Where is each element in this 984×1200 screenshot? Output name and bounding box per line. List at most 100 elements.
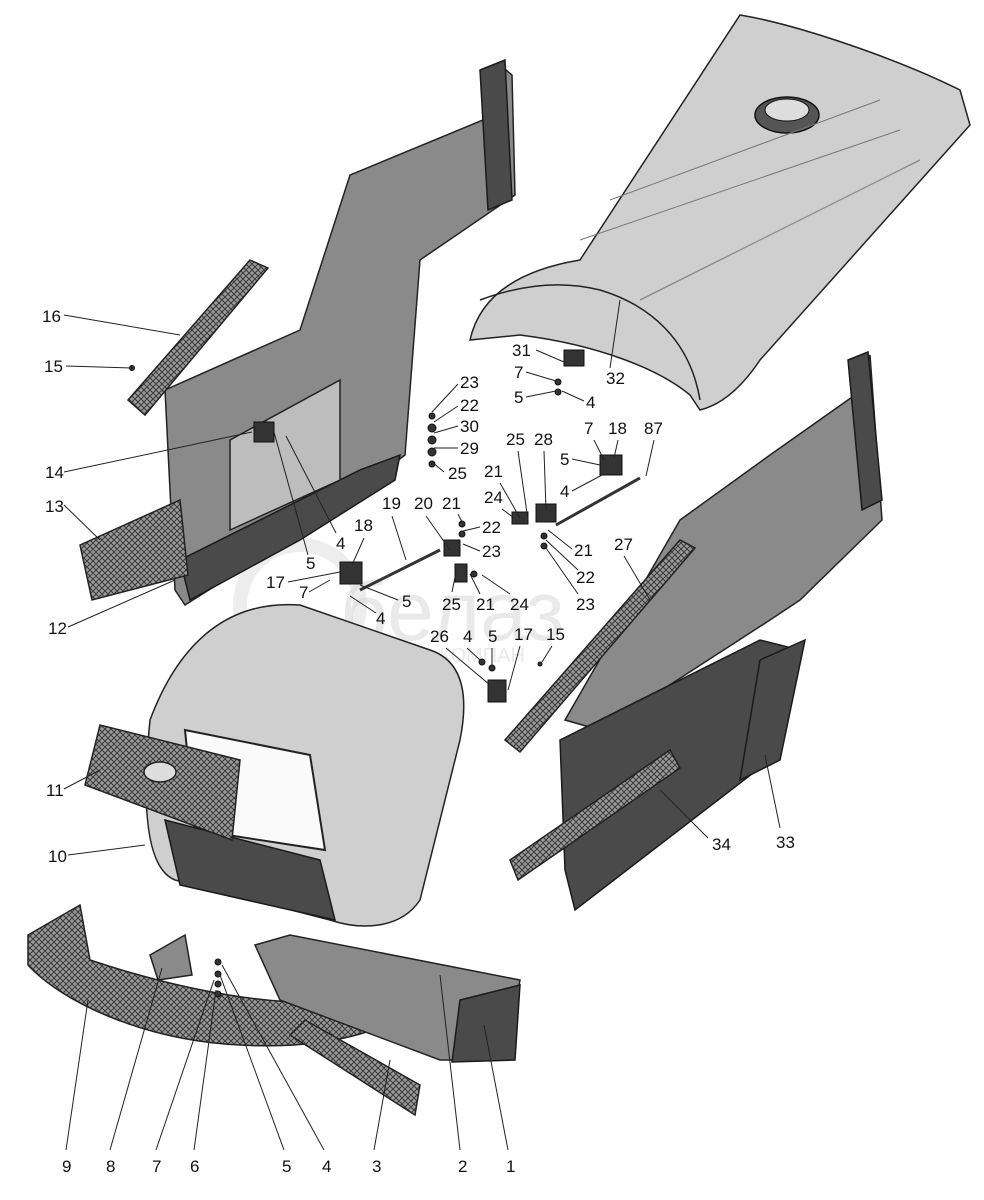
callout-4: 4 [349, 595, 385, 628]
leader-line [457, 513, 463, 523]
leader-line [501, 508, 515, 519]
upper-grille-16 [126, 259, 270, 417]
callout-label: 21 [442, 494, 461, 513]
leader-line [545, 547, 579, 595]
lower-grille-13 [79, 498, 189, 601]
leader-line [308, 579, 331, 593]
callout-21: 21 [484, 462, 521, 519]
leader-line [109, 967, 163, 1151]
callout-label: 28 [534, 430, 553, 449]
callout-5: 5 [488, 627, 497, 665]
callout-label: 32 [606, 369, 625, 388]
callout-8: 8 [106, 967, 163, 1176]
hood-cover [469, 14, 971, 411]
callout-32: 32 [606, 299, 625, 388]
leader-line [462, 543, 481, 552]
callout-7: 7 [299, 579, 331, 602]
leader-line [439, 974, 461, 1151]
callout-27: 27 [614, 535, 651, 601]
leader-line [65, 999, 89, 1151]
callout-label: 7 [152, 1157, 161, 1176]
leader-line [543, 450, 547, 511]
leader-line [507, 645, 521, 691]
right-skirt-33 [739, 638, 807, 782]
callout-16: 16 [42, 307, 181, 336]
leader-line [67, 579, 176, 628]
callout-label: 4 [376, 609, 385, 628]
leader-line [466, 647, 481, 661]
callout-5: 5 [219, 974, 291, 1176]
callout-label: 17 [266, 573, 285, 592]
leader-line [285, 435, 337, 534]
callout-22: 22 [462, 518, 501, 537]
callout-25: 25 [431, 461, 467, 483]
callout-label: 22 [482, 518, 501, 537]
leader-line [469, 573, 481, 595]
leader-line [571, 458, 601, 466]
leader-line [359, 584, 399, 601]
callout-5: 5 [359, 584, 411, 611]
leader-line [287, 571, 341, 583]
right-upper-grille-27 [503, 539, 697, 754]
callout-2: 2 [439, 974, 467, 1176]
right-lower-grille-34 [509, 748, 681, 882]
callout-19: 19 [382, 494, 407, 561]
front-grille-plate-11 [84, 724, 241, 842]
leader-line [63, 314, 181, 336]
callout-7: 7 [152, 979, 215, 1176]
callout-label: 6 [190, 1157, 199, 1176]
callout-4: 4 [463, 627, 481, 661]
callout-22: 22 [545, 539, 595, 587]
callout-label: 7 [584, 419, 593, 438]
callout-25: 25 [442, 571, 461, 614]
callout-label: 31 [512, 341, 531, 360]
callout-12: 12 [48, 579, 176, 638]
leader-line [373, 1059, 391, 1151]
callout-label: 26 [430, 627, 449, 646]
callout-9: 9 [62, 999, 89, 1176]
callout-18: 18 [608, 419, 627, 459]
callout-label: 22 [576, 568, 595, 587]
leader-line [535, 349, 565, 363]
callout-5: 5 [514, 388, 557, 407]
callout-label: 17 [514, 625, 533, 644]
leader-line [193, 989, 217, 1151]
callout-label: 23 [460, 373, 479, 392]
callout-7: 7 [584, 419, 605, 461]
bracket-8 [149, 933, 193, 981]
leader-line [155, 979, 215, 1151]
callout-1: 1 [483, 1024, 515, 1176]
callout-14: 14 [45, 431, 253, 482]
callout-label: 4 [560, 482, 569, 501]
callout-label: 21 [484, 462, 503, 481]
callout-label: 9 [62, 1157, 71, 1176]
leader-line [351, 537, 365, 566]
callout-31: 31 [512, 341, 565, 363]
callout-21: 21 [469, 573, 495, 614]
callout-label: 2 [458, 1157, 467, 1176]
leader-line [431, 383, 459, 413]
callout-label: 25 [448, 464, 467, 483]
callout-6: 6 [190, 989, 217, 1176]
callout-4: 4 [560, 473, 605, 501]
leader-line [525, 371, 557, 382]
callout-20: 20 [414, 494, 451, 551]
callout-15: 15 [541, 625, 565, 663]
leader-line [593, 439, 605, 461]
callout-label: 18 [354, 516, 373, 535]
callout-label: 4 [322, 1157, 331, 1176]
callout-4: 4 [221, 964, 331, 1176]
leader-line [431, 461, 445, 473]
leader-line [273, 431, 309, 556]
callout-23: 23 [462, 542, 501, 561]
callout-label: 1 [506, 1157, 515, 1176]
callout-label: 22 [460, 396, 479, 415]
callout-label: 11 [46, 781, 64, 800]
callout-label: 21 [574, 541, 593, 560]
callout-18: 18 [351, 516, 373, 566]
callout-10: 10 [48, 844, 146, 866]
leader-line [67, 844, 146, 856]
leader-line [451, 571, 457, 593]
callout-21: 21 [442, 494, 463, 523]
callout-label: 5 [306, 554, 315, 573]
